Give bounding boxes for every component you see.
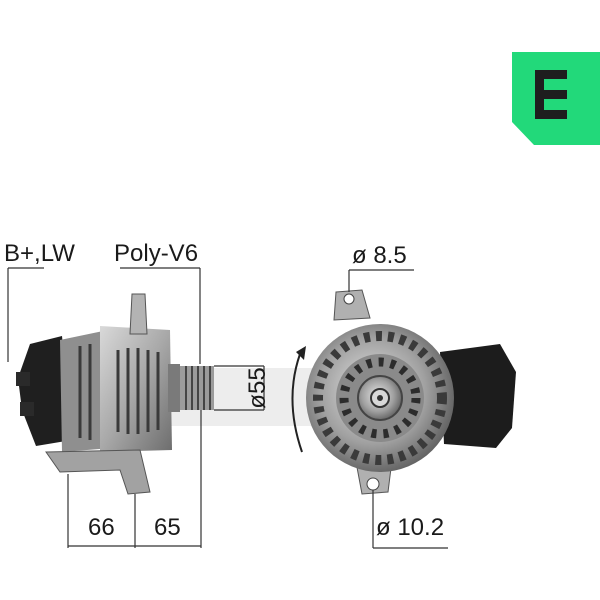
pulley-diameter-label: ø55 <box>244 367 271 409</box>
alternator-side-view <box>16 293 214 495</box>
bottom-hole-diameter-label: ø 10.2 <box>376 514 445 541</box>
pulley-type-label: Poly-V6 <box>114 240 199 267</box>
connector-label: B+,LW <box>4 240 75 267</box>
dimension-left-label: 66 <box>88 514 115 541</box>
rotation-arrow <box>291 346 306 453</box>
top-hole-diameter-label: ø 8.5 <box>352 242 407 269</box>
alternator-front-view <box>306 289 516 495</box>
era-logo <box>512 52 600 145</box>
dimension-right-label: 65 <box>154 514 181 541</box>
dimension-lines <box>7 267 448 549</box>
